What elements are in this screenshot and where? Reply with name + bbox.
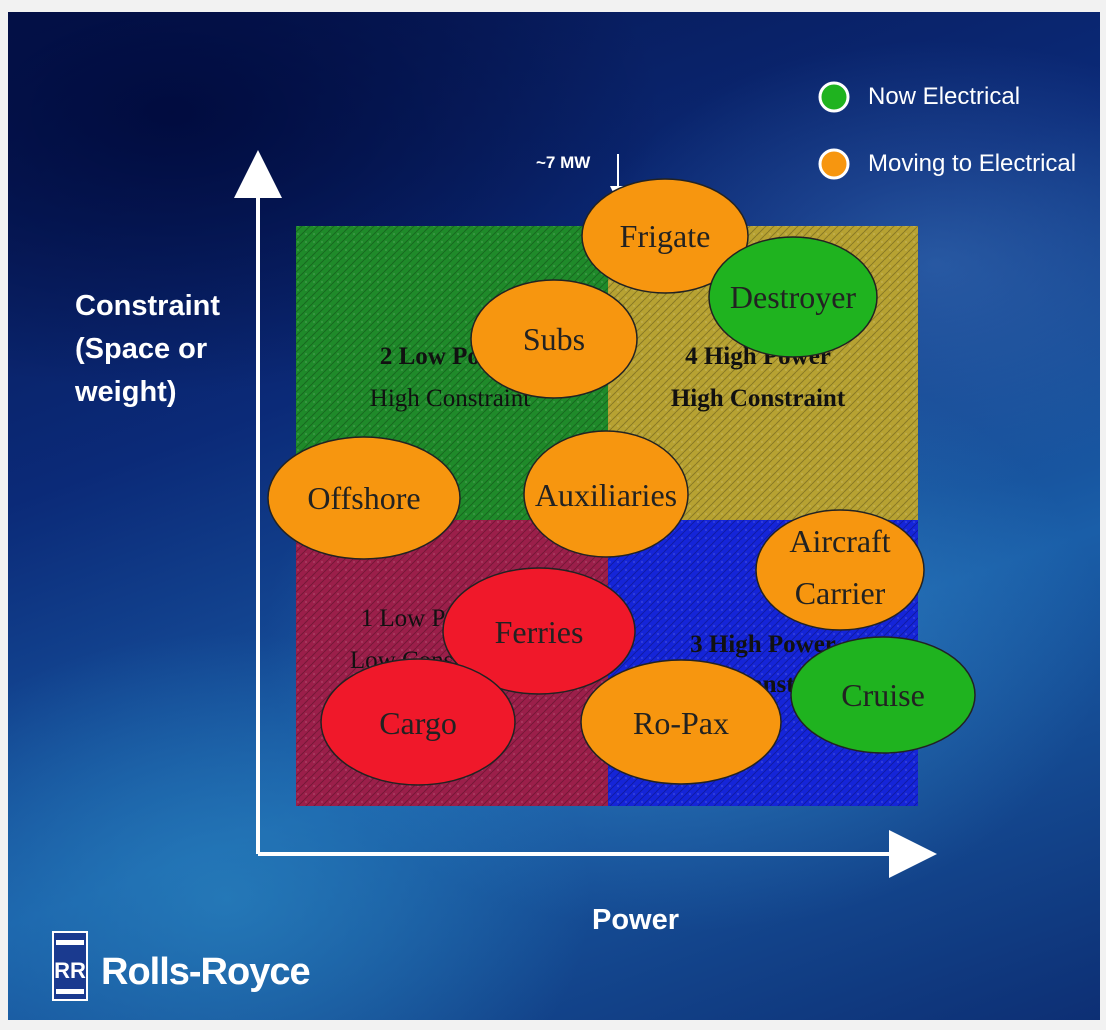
vessel-label: Destroyer: [730, 279, 857, 315]
legend-label-now-electrical: Now Electrical: [868, 83, 1020, 110]
vessel-ferries: Ferries: [442, 567, 636, 695]
vessel-label-line1: Aircraft: [789, 523, 890, 559]
vessel-auxiliaries: Auxiliaries: [523, 430, 689, 558]
power-annotation: ~7 MW: [536, 153, 591, 172]
vessel-label: Offshore: [307, 480, 420, 516]
vessel-destroyer: Destroyer: [708, 236, 878, 358]
vessel-offshore: Offshore: [267, 436, 461, 560]
rr-badge-letters: RR: [54, 958, 86, 983]
quadrant-label-4-line2: High Constraint: [671, 385, 846, 412]
vessel-cruise: Cruise: [790, 636, 976, 754]
legend-swatch-now-electrical: [818, 81, 850, 113]
legend-swatch-moving-to-electrical: [818, 148, 850, 180]
vessel-aircraft-carrier: Aircraft Carrier: [755, 509, 925, 631]
vessel-label: Cargo: [379, 705, 457, 741]
vessel-label: Ferries: [495, 614, 584, 650]
vessel-label: Subs: [523, 321, 585, 357]
vessel-label: Cruise: [841, 677, 925, 713]
legend-label-moving-to-electrical: Moving to Electrical: [868, 150, 1076, 177]
vessel-label: Auxiliaries: [535, 477, 677, 513]
vessel-label-line2: Carrier: [795, 575, 886, 611]
y-axis-label-line3: weight): [74, 376, 177, 408]
vessel-cargo: Cargo: [320, 658, 516, 786]
y-axis-label-line1: Constraint: [75, 290, 220, 322]
y-axis-label-line2: (Space or: [75, 333, 207, 365]
vessel-label: Frigate: [620, 218, 711, 254]
legend: Now Electrical Moving to Electrical: [818, 81, 1076, 180]
quadrant-label-2-line2: High Constraint: [370, 385, 530, 412]
vessel-frigate: Frigate: [581, 178, 749, 294]
vessel-ro-pax: Ro-Pax: [580, 659, 782, 785]
vessel-subs: Subs: [470, 279, 638, 399]
brand-name: Rolls-Royce: [101, 951, 310, 993]
x-axis-label: Power: [592, 904, 679, 936]
diagram-canvas: 2 Low Power High Constraint 4 High Power…: [52, 81, 1076, 1001]
quadrant-label-3-line1: 3 High Power: [690, 631, 836, 658]
slide: 2 Low Power High Constraint 4 High Power…: [8, 12, 1100, 1020]
rolls-royce-logo: RR Rolls-Royce: [52, 931, 311, 1001]
vessel-label: Ro-Pax: [633, 705, 729, 741]
vessel-bubbles: Frigate Destroyer Subs Offshore Auxiliar…: [267, 178, 976, 786]
